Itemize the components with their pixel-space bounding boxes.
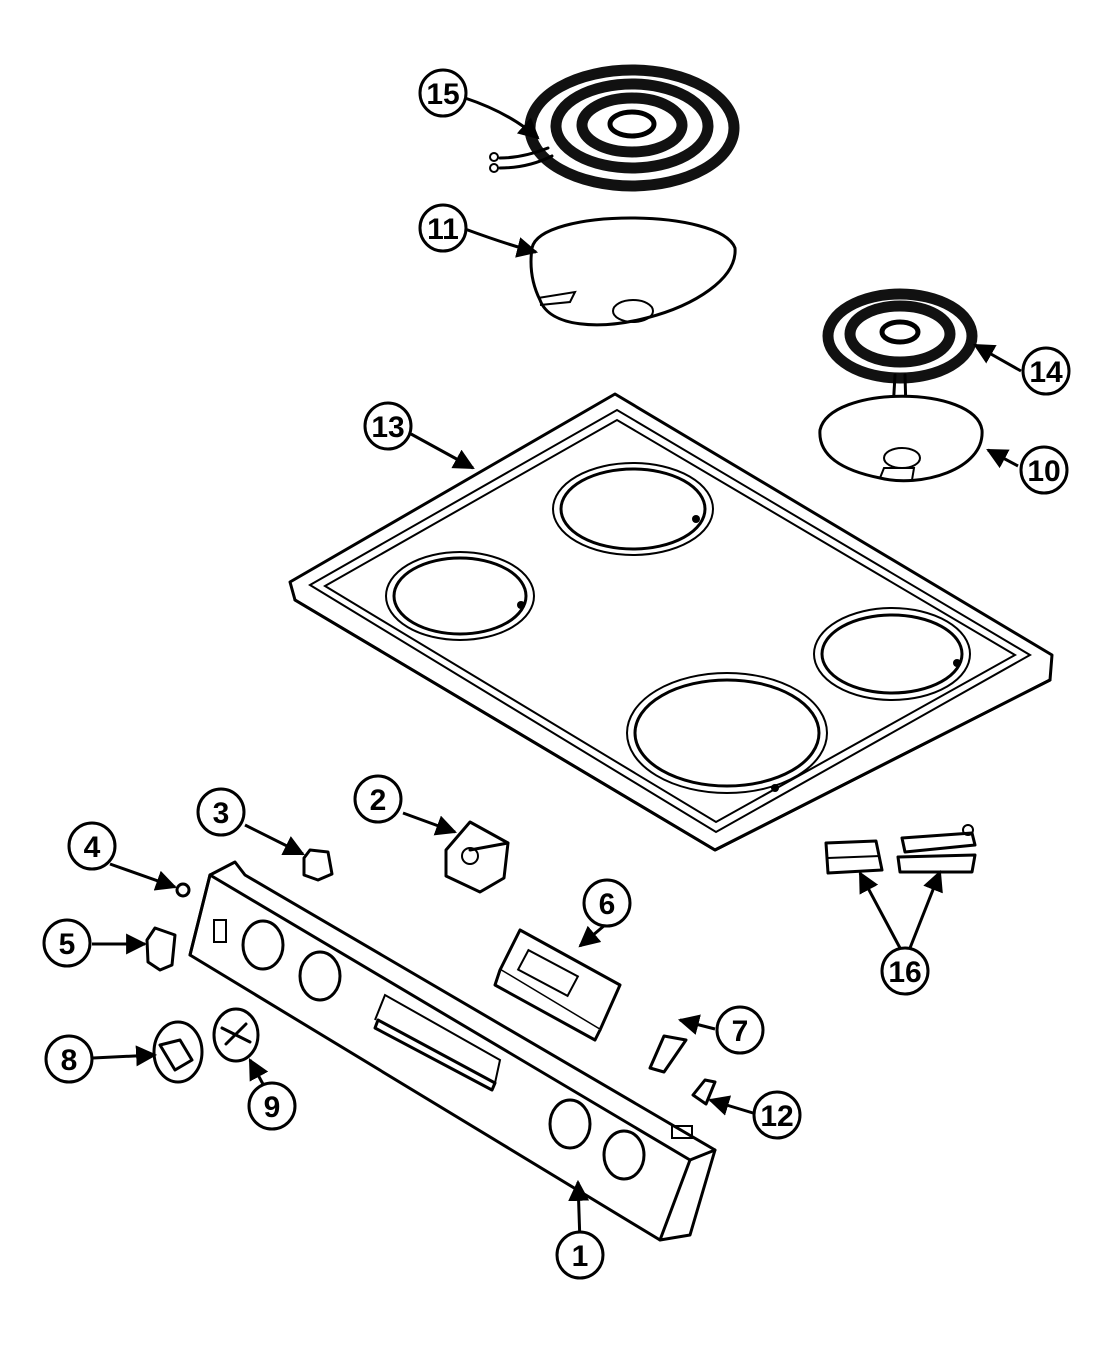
callout-13: 13 (363, 401, 413, 451)
knob-insert (212, 1007, 260, 1063)
callout-4: 4 (67, 821, 117, 871)
svg-text:4: 4 (84, 831, 101, 864)
callout-16: 16 (880, 946, 930, 996)
svg-text:15: 15 (426, 78, 459, 111)
mounting-bracket (648, 1034, 688, 1074)
callout-2: 2 (353, 774, 403, 824)
svg-text:13: 13 (371, 411, 404, 444)
callout-10: 10 (1019, 445, 1069, 495)
leader-arrows (92, 96, 1022, 1244)
callout-6: 6 (582, 878, 632, 928)
svg-text:11: 11 (427, 213, 459, 246)
callout-3: 3 (196, 787, 246, 837)
svg-text:8: 8 (61, 1044, 78, 1077)
infinite-switch (444, 820, 510, 894)
callout-15: 15 (418, 68, 468, 118)
small-surface-element (822, 288, 978, 412)
svg-text:12: 12 (760, 1100, 793, 1133)
callout-1: 1 (555, 1230, 605, 1280)
terminal-kit (824, 824, 977, 875)
small-drip-bowl (818, 394, 984, 483)
control-panel (188, 860, 717, 1242)
control-knob (152, 1020, 204, 1084)
large-surface-element (489, 64, 740, 192)
clip (691, 1078, 717, 1106)
svg-text:2: 2 (370, 784, 387, 817)
svg-text:1: 1 (572, 1240, 589, 1273)
svg-text:14: 14 (1029, 356, 1063, 389)
callout-5: 5 (42, 918, 92, 968)
rocker-switch (145, 926, 177, 972)
cooktop (288, 392, 1054, 852)
callout-14: 14 (1021, 346, 1071, 396)
clock-timer (493, 928, 622, 1042)
svg-text:5: 5 (59, 928, 76, 961)
svg-text:16: 16 (888, 956, 921, 989)
callout-8: 8 (44, 1034, 94, 1084)
large-drip-bowl (529, 216, 737, 327)
svg-text:6: 6 (599, 888, 616, 921)
callout-11: 11 (418, 203, 468, 253)
svg-text:3: 3 (213, 797, 230, 830)
bracket (302, 848, 334, 882)
callout-7: 7 (715, 1005, 765, 1055)
svg-text:9: 9 (264, 1091, 281, 1124)
grommet (175, 882, 191, 898)
svg-text:7: 7 (732, 1015, 749, 1048)
callout-9: 9 (247, 1081, 297, 1131)
callout-12: 12 (752, 1090, 802, 1140)
svg-text:10: 10 (1027, 455, 1060, 488)
